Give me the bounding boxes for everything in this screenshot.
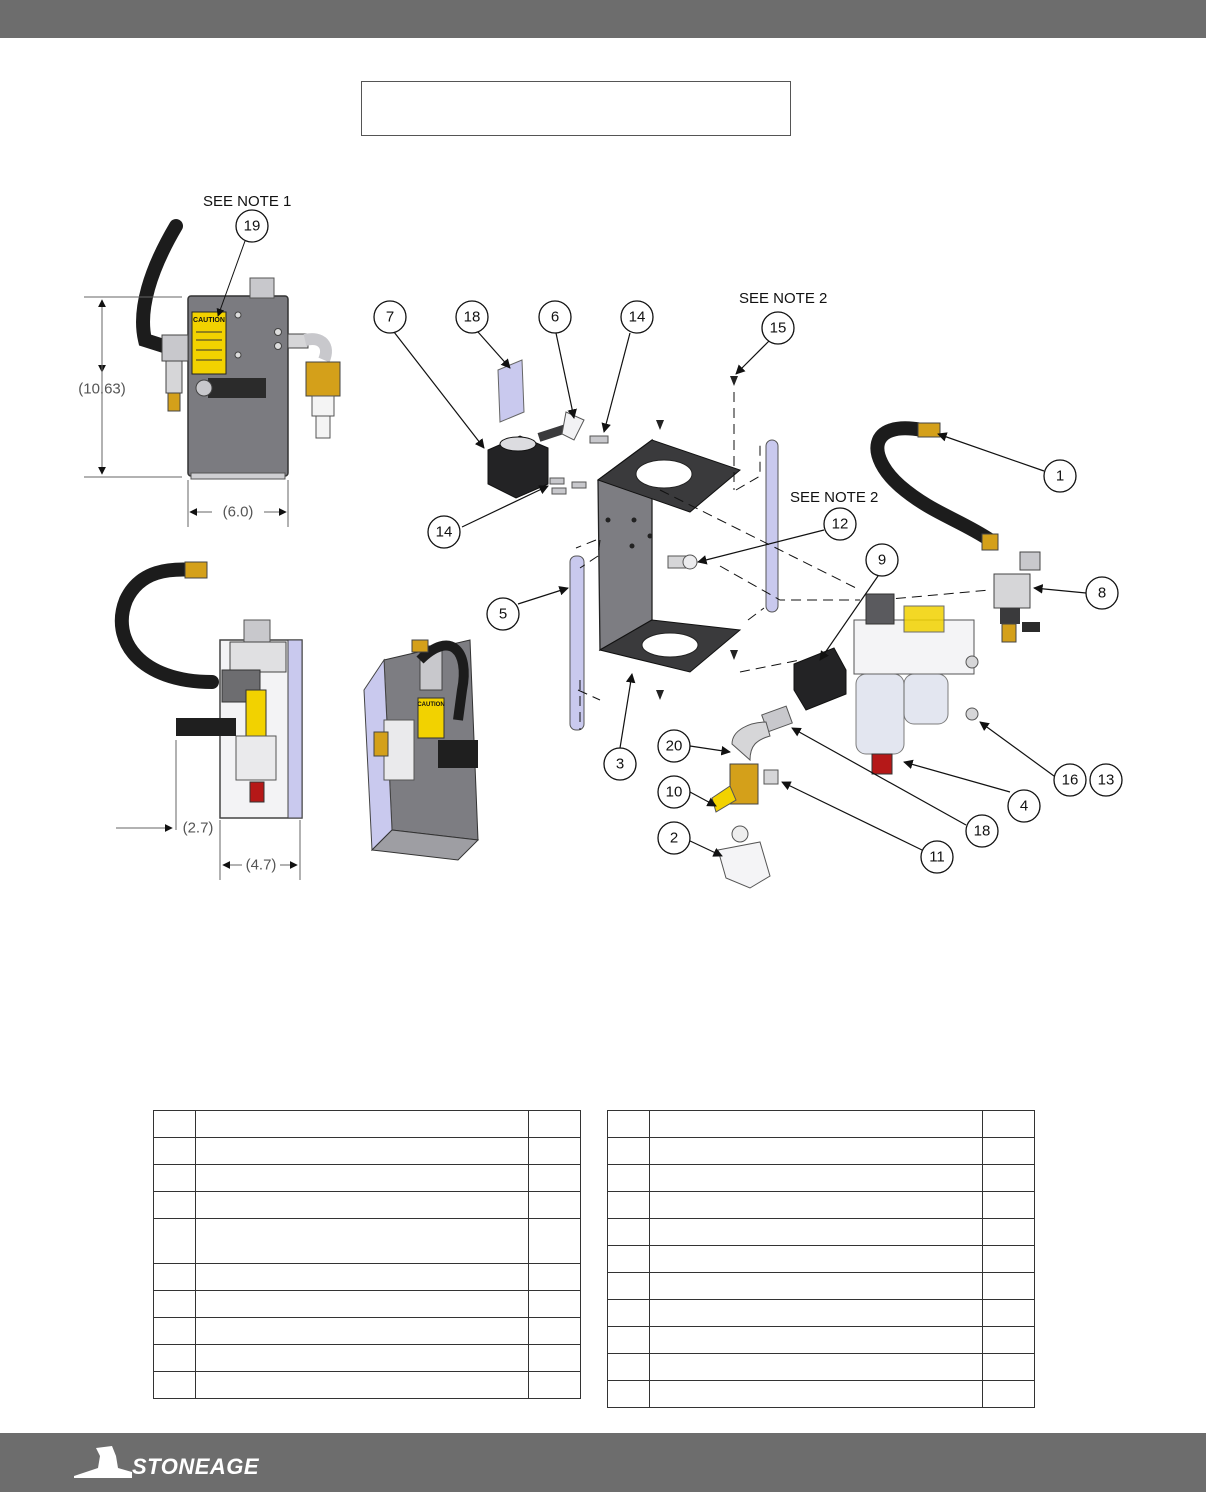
balloon-leaders (393, 331, 1087, 857)
table-row (153, 1218, 581, 1264)
exploded-parts-drawing: CAUTION (10.63) (6.0) (78, 193, 1123, 889)
isometric-view: CAUTION (363, 639, 480, 861)
balloon-10: 10 (657, 775, 691, 809)
parts-table-left (153, 1110, 581, 1399)
table-row (153, 1191, 581, 1219)
balloon-6-number: 6 (551, 309, 559, 326)
table-row (607, 1380, 1035, 1408)
table-row (153, 1110, 581, 1138)
see-note-1-label: SEE NOTE 1 (203, 193, 291, 210)
balloon-11-number: 11 (929, 849, 945, 866)
height-dimension: (10.63) (78, 381, 126, 398)
balloon-4: 4 (1007, 789, 1041, 823)
balloon-20: 20 (657, 729, 691, 763)
table-row (607, 1272, 1035, 1300)
balloon-3-number: 3 (616, 756, 624, 773)
balloon-18-bottom-number: 18 (974, 823, 991, 840)
balloon-16: 16 (1053, 763, 1087, 797)
table-row (607, 1191, 1035, 1219)
see-note-2-label-top: SEE NOTE 2 (739, 290, 827, 307)
front-view: CAUTION (10.63) (6.0) (78, 193, 341, 527)
exploded-view (487, 359, 1041, 889)
table-row (607, 1218, 1035, 1246)
table-row (153, 1317, 581, 1345)
depth-dimension: (2.7) (183, 820, 214, 837)
balloon-13-number: 13 (1098, 772, 1115, 789)
balloon-7: 7 (373, 300, 407, 334)
balloon-12-number: 12 (832, 516, 849, 533)
balloon-12: 12 (823, 507, 857, 541)
footer-bar (0, 1433, 1206, 1492)
caution-decal: CAUTION (191, 311, 227, 375)
table-row (607, 1137, 1035, 1165)
balloon-6: 6 (538, 300, 572, 334)
balloon-4-number: 4 (1020, 798, 1028, 815)
title-box (361, 81, 791, 136)
balloon-5: 5 (486, 597, 520, 631)
table-row (153, 1137, 581, 1165)
table-row (153, 1164, 581, 1192)
see-note-2-label-middle: SEE NOTE 2 (790, 489, 878, 506)
caution-label: CAUTION (193, 317, 225, 324)
balloon-19-number: 19 (244, 218, 261, 235)
table-row (607, 1299, 1035, 1327)
balloon-18-bottom: 18 (965, 814, 999, 848)
stoneage-logo: STONEAGE (74, 1446, 260, 1479)
balloon-15: 15 (761, 311, 795, 345)
balloon-11: 11 (920, 840, 954, 874)
balloon-2-number: 2 (670, 830, 678, 847)
table-row (153, 1290, 581, 1318)
table-row (153, 1344, 581, 1372)
table-row (607, 1326, 1035, 1354)
width-dimension: (6.0) (223, 504, 254, 521)
balloon-19 (235, 209, 269, 243)
balloon-1: 1 (1043, 459, 1077, 493)
balloon-9-number: 9 (878, 552, 886, 569)
brand-wordmark: STONEAGE (132, 1454, 260, 1479)
header-bar (0, 0, 1206, 38)
balloon-3: 3 (603, 747, 637, 781)
balloon-9: 9 (865, 543, 899, 577)
balloon-18-top: 18 (455, 300, 489, 334)
balloon-16-number: 16 (1062, 772, 1079, 789)
balloon-14-top-number: 14 (629, 309, 646, 326)
balloon-13: 13 (1089, 763, 1123, 797)
balloon-14-bottom-number: 14 (436, 524, 453, 541)
balloon-5-number: 5 (499, 606, 507, 623)
iso-caution-label: CAUTION (417, 702, 444, 708)
balloon-10-number: 10 (666, 784, 683, 801)
balloon-1-number: 1 (1056, 468, 1064, 485)
table-row (607, 1245, 1035, 1273)
table-row (607, 1110, 1035, 1138)
table-row (607, 1353, 1035, 1381)
balloon-7-number: 7 (386, 309, 394, 326)
balloon-14-bottom: 14 (427, 515, 461, 549)
table-row (153, 1263, 581, 1291)
parts-table-right (607, 1110, 1035, 1408)
depth2-dimension: (4.7) (246, 857, 277, 874)
table-row (153, 1371, 581, 1399)
balloons: 7 18 6 14 15 1 14 12 9 8 5 3 20 10 2 16 … (373, 300, 1123, 874)
balloon-8: 8 (1085, 576, 1119, 610)
balloon-18-top-number: 18 (464, 309, 481, 326)
balloon-15-number: 15 (770, 320, 787, 337)
table-row (607, 1164, 1035, 1192)
balloon-14-top: 14 (620, 300, 654, 334)
balloon-2: 2 (657, 821, 691, 855)
side-view: (2.7) (4.7) (114, 561, 303, 880)
balloon-8-number: 8 (1098, 585, 1106, 602)
balloon-20-number: 20 (666, 738, 683, 755)
